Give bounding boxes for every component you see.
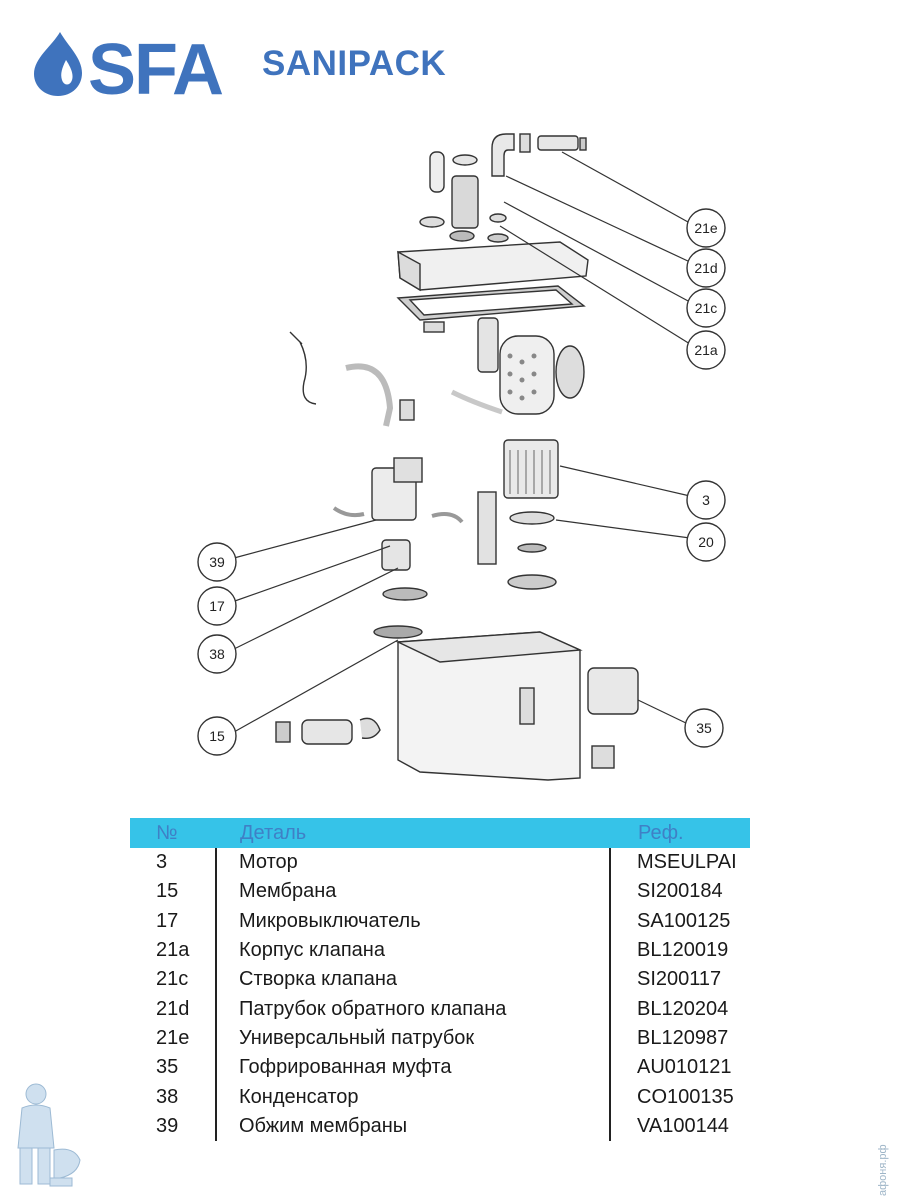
row-ref: BL120204: [609, 994, 750, 1024]
header-ref: Реф.: [638, 821, 684, 844]
row-num: 35: [156, 1056, 179, 1079]
row-num: 3: [156, 851, 168, 874]
header-part: Деталь: [240, 821, 307, 844]
row-ref: MSEULPAI: [609, 848, 750, 878]
row-ref: BL120019: [609, 935, 750, 966]
row-part: Патрубок обратного клапана: [215, 994, 610, 1024]
water-drop-icon: [34, 32, 82, 96]
plumber-mascot-icon: [17, 1083, 81, 1187]
row-num: 21c: [156, 968, 189, 991]
row-part: Микровыключатель: [215, 906, 610, 936]
callout-17: 17: [209, 598, 225, 614]
header-num: №: [156, 821, 178, 844]
callout-21c: 21c: [695, 300, 718, 316]
row-ref: VA100144: [609, 1111, 750, 1141]
row-part: Конденсатор: [215, 1082, 610, 1112]
callout-38: 38: [209, 646, 225, 662]
callout-21e: 21e: [694, 220, 718, 236]
table-header: № Деталь Реф.: [130, 818, 750, 848]
row-ref: SI200184: [609, 877, 750, 907]
row-ref: BL120987: [609, 1023, 750, 1054]
row-num: 21a: [156, 939, 190, 962]
row-num: 39: [156, 1114, 179, 1137]
row-part: Гофрированная муфта: [215, 1053, 610, 1083]
row-part: Мембрана: [215, 877, 610, 907]
row-num: 17: [156, 909, 179, 932]
row-ref: CO100135: [609, 1082, 750, 1112]
callout-20: 20: [698, 534, 714, 550]
row-num: 15: [156, 880, 179, 903]
callout-3: 3: [702, 492, 710, 508]
row-ref: SI200117: [609, 965, 750, 995]
callout-21a: 21a: [694, 342, 718, 358]
callout-39: 39: [209, 554, 225, 570]
watermark: афоня.рф: [877, 1144, 889, 1196]
callout-35: 35: [696, 720, 712, 736]
svg-text:SFA: SFA: [88, 30, 223, 98]
row-ref: SA100125: [609, 906, 750, 936]
row-part: Створка клапана: [215, 965, 610, 995]
callout-15: 15: [209, 728, 225, 744]
product-name: SANIPACK: [262, 44, 447, 83]
row-part: Корпус клапана: [215, 935, 610, 966]
exploded-diagram: 21e 21d 21c 21a 3 20 39 17 38 15 35: [197, 133, 726, 781]
row-part: Универсальный патрубок: [215, 1023, 610, 1054]
row-num: 38: [156, 1085, 179, 1108]
row-part: Мотор: [215, 848, 610, 878]
callout-21d: 21d: [694, 260, 717, 276]
row-ref: AU010121: [609, 1053, 750, 1083]
row-part: Обжим мембраны: [215, 1111, 610, 1141]
sfa-logo: SFA: [34, 30, 225, 98]
row-num: 21d: [156, 997, 190, 1020]
row-num: 21e: [156, 1026, 190, 1049]
